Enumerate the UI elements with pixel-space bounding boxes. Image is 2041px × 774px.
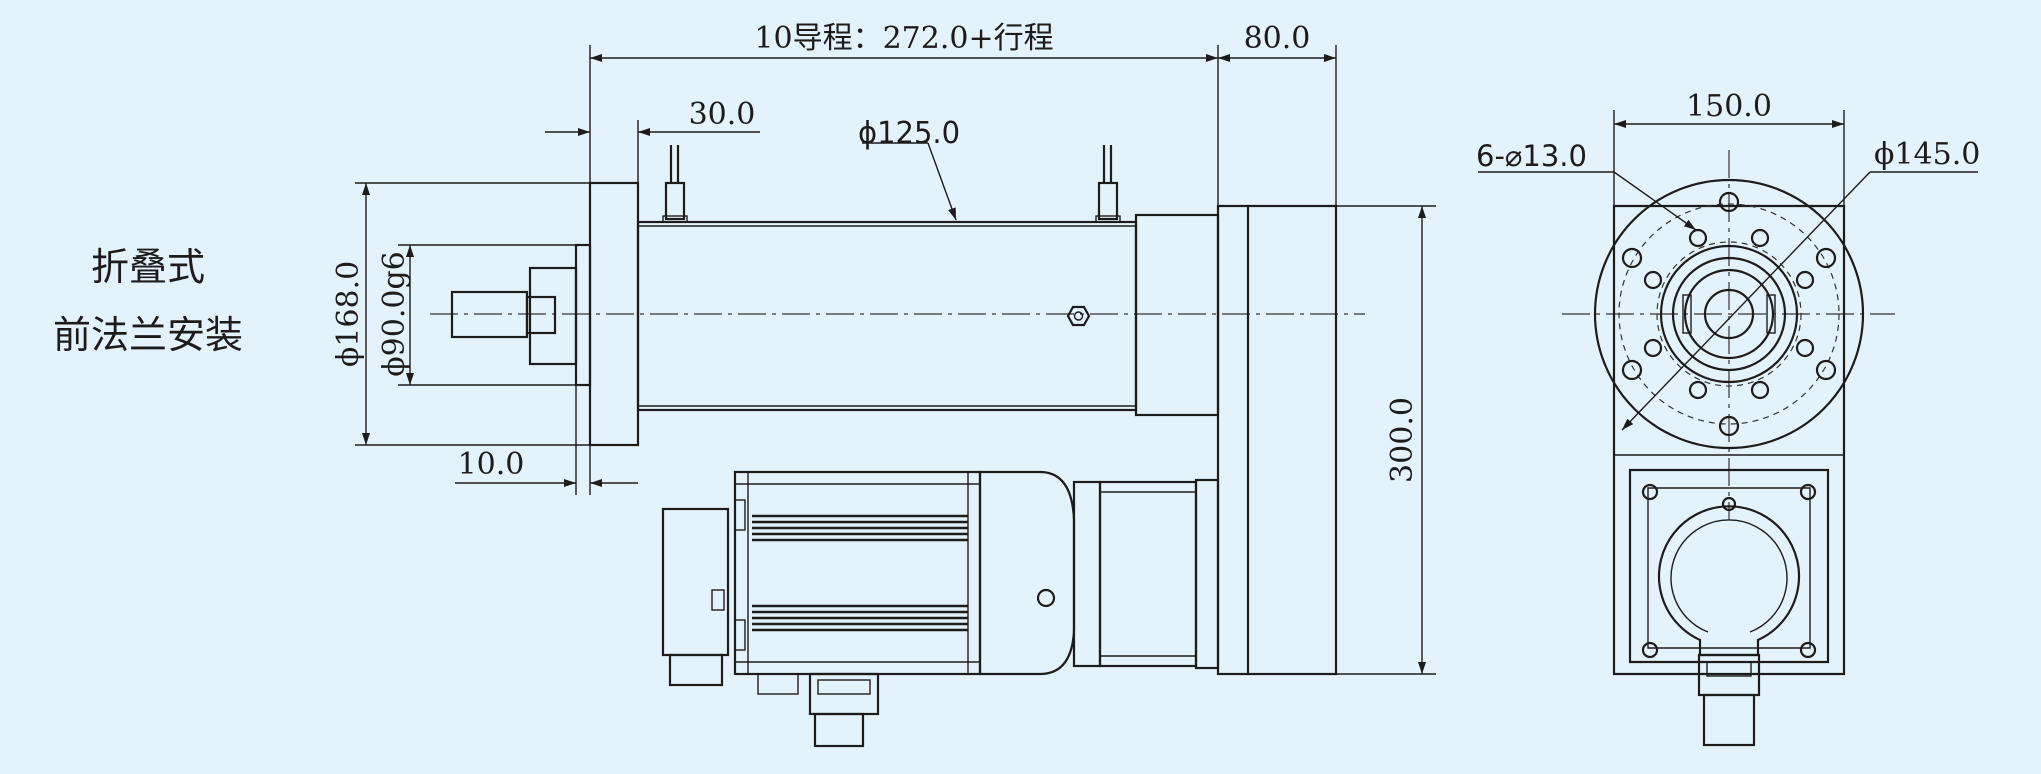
caption-line-2: 前法兰安装 [53, 313, 243, 357]
gearbox [1072, 480, 1102, 668]
side-view: 10导程：272.0+行程 80.0 30.0 ϕ125.0 ϕ168.0 ϕ9… [331, 21, 1436, 748]
end-flange-circle [1593, 178, 1865, 450]
end-dimensions: 150.0 6-⌀13.0 ϕ145.0 [1476, 89, 1980, 431]
dim-hole-pattern: 6-⌀13.0 [1476, 139, 1587, 173]
end-housing-outline [1612, 204, 1846, 676]
caption-line-1: 折叠式 [91, 245, 205, 289]
dim-flange-offset: 30.0 [689, 97, 756, 132]
rear-housing [1134, 213, 1220, 417]
belt-cover [1216, 204, 1338, 676]
shaft-nut [525, 295, 557, 335]
pcd-circle [1618, 203, 1840, 425]
motor-end-cap [978, 470, 1076, 676]
rod-collar [528, 266, 578, 366]
sensor-pin-left [662, 145, 688, 223]
dim-spigot-length: 10.0 [458, 447, 525, 482]
spigot [574, 243, 592, 387]
actuator-barrel [636, 220, 1138, 412]
motor-encoder-box [661, 507, 730, 657]
servo-motor [661, 470, 1220, 748]
dim-pcd: ϕ145.0 [1874, 137, 1980, 172]
caption: 折叠式 前法兰安装 [53, 245, 243, 357]
dim-rear-width: 80.0 [1244, 21, 1311, 56]
motor-cap-bolt [1036, 588, 1056, 608]
dim-body-diameter: ϕ125.0 [858, 115, 960, 151]
motor-end-face [1628, 468, 1830, 747]
dim-spigot-diameter: ϕ90.0g6 [377, 251, 412, 377]
motor-body [733, 470, 982, 676]
dim-flange-diameter: ϕ168.0 [331, 261, 366, 367]
dim-total-height: 300.0 [1385, 397, 1420, 483]
sensor-pin-right [1095, 145, 1121, 223]
grease-nipple [1066, 305, 1091, 327]
side-dimensions: 10导程：272.0+行程 80.0 30.0 ϕ125.0 ϕ168.0 ϕ9… [331, 21, 1436, 675]
end-hub [1659, 244, 1799, 384]
dim-flange-width: 150.0 [1686, 89, 1772, 124]
dim-stroke-length: 10导程：272.0+行程 [754, 21, 1053, 56]
bolt-holes [1621, 191, 1837, 437]
end-view: 150.0 6-⌀13.0 ϕ145.0 [1476, 89, 1980, 747]
